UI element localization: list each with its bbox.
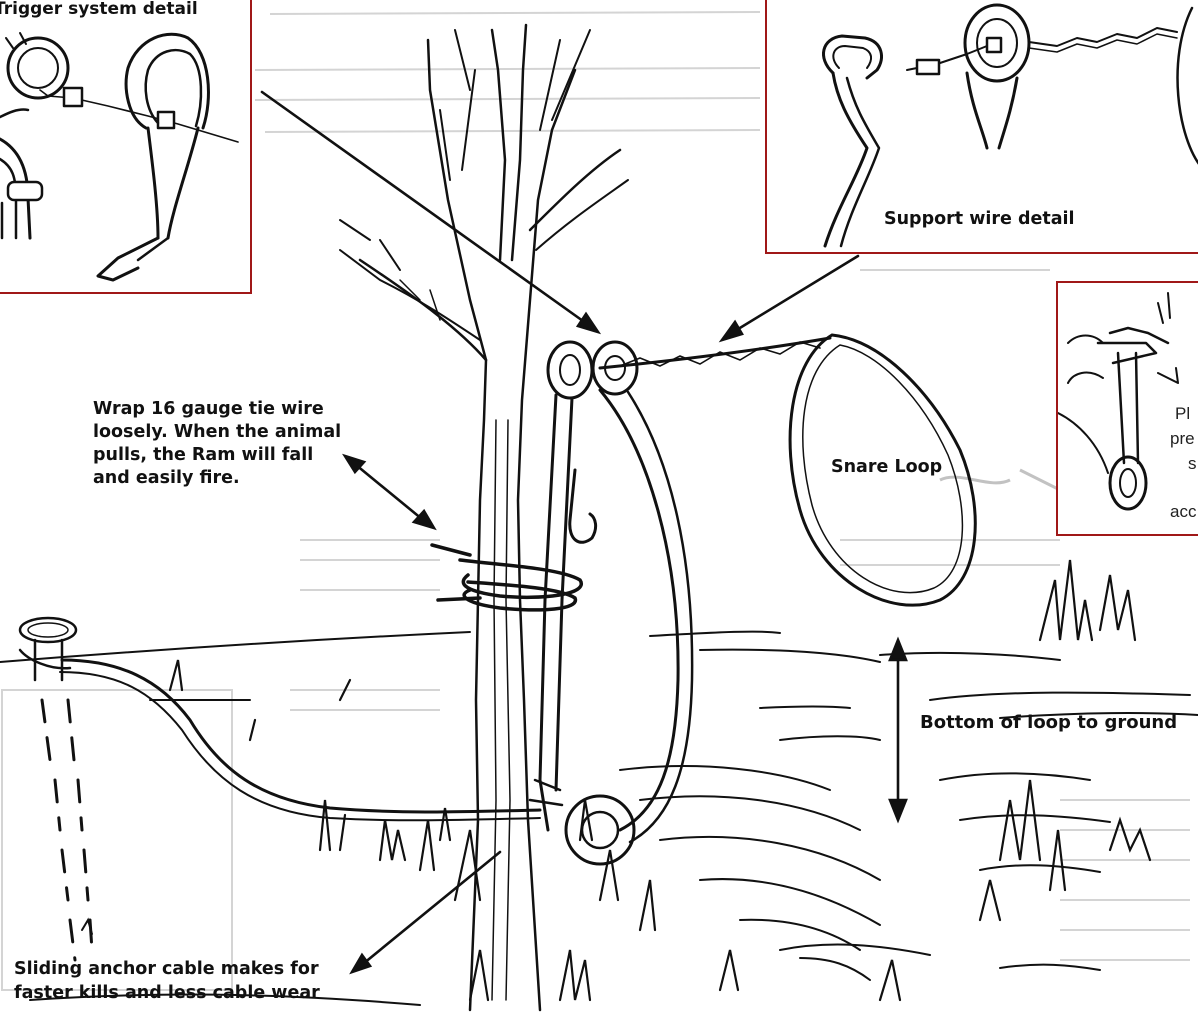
wrap-note-line-1: Wrap 16 gauge tie wire — [93, 398, 324, 420]
anchor-note-line-2: faster kills and less cable wear — [14, 982, 320, 1004]
inset-fragment-1: Pl — [1175, 402, 1190, 426]
inset-fragment-2: pre — [1170, 427, 1195, 451]
anchor-cable — [60, 660, 540, 820]
bottom-of-loop-label: Bottom of loop to ground — [920, 712, 1177, 734]
inset-fragment-4: acc — [1170, 500, 1196, 524]
wrap-note-line-4: and easily fire. — [93, 467, 240, 489]
trigger-detail-drawing — [0, 0, 252, 294]
ground-stake — [20, 618, 92, 960]
inset-fragment-3: s — [1188, 452, 1197, 476]
support-detail-title: Support wire detail — [884, 208, 1075, 230]
wrap-note-line-2: loosely. When the animal — [93, 421, 341, 443]
trigger-detail-inset — [0, 0, 252, 294]
trigger-detail-title: Trigger system detail — [0, 0, 198, 20]
snare-trap-body — [530, 342, 692, 864]
anchor-note-line-1: Sliding anchor cable makes for — [14, 958, 319, 980]
snare-loop-label: Snare Loop — [831, 456, 942, 478]
grass-tufts — [170, 560, 1150, 1000]
ground-lines — [0, 632, 1198, 1005]
tree — [340, 25, 628, 1010]
wrap-note-line-3: pulls, the Ram will fall — [93, 444, 313, 466]
